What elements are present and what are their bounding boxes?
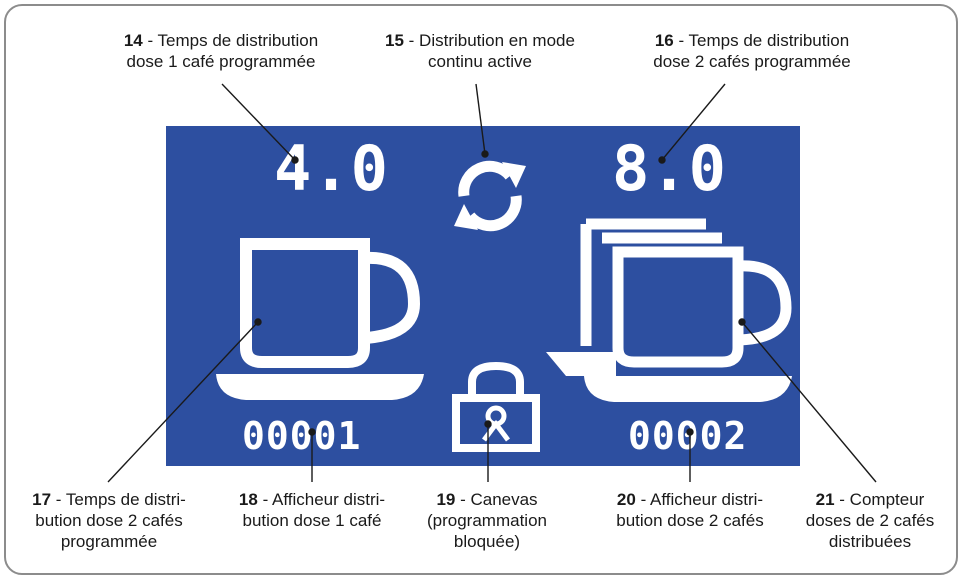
leader-21 [741,321,877,483]
time-dose-2-display: 8.0 [612,132,727,205]
outer-frame [4,4,958,575]
leader-18-dot [308,428,316,436]
leader-19-dot [484,420,492,428]
counter-2-display: 00002 [628,414,748,458]
lcd-background [166,126,800,466]
callout-14: 14 - Temps de distribution dose 1 café p… [123,31,319,71]
single-cup-icon [216,238,424,400]
callout-20: 20 - Afficheur distri- bution dose 2 caf… [616,490,764,530]
leader-15-dot [481,150,489,158]
callout-17: 17 - Temps de distri- bution dose 2 café… [32,490,186,551]
leader-17-dot [254,318,262,326]
leader-16-dot [658,156,666,164]
leader-20-dot [686,428,694,436]
time-dose-1-display: 4.0 [274,132,389,205]
leader-21-dot [738,318,746,326]
continuous-mode-icon [454,160,526,232]
leader-14-dot [291,156,299,164]
leader-16 [661,83,726,161]
callout-18: 18 - Afficheur distri- bution dose 1 caf… [238,490,386,530]
leader-17 [107,321,259,483]
callout-21: 21 - Compteur doses de 2 cafés distribué… [805,490,935,551]
lcd-display: 4.0 8.0 00001 00002 [166,126,800,466]
double-cup-icon [546,218,792,402]
callout-15: 15 - Distribution en mode continu active [385,31,575,71]
lcd-screen [166,126,800,466]
callout-16: 16 - Temps de distribution dose 2 cafés … [653,31,851,71]
counter-1-display: 00001 [242,414,362,458]
leader-14 [221,83,296,161]
callout-19: 19 - Canevas (programmation bloquée) [427,490,547,551]
leader-15 [475,83,486,155]
